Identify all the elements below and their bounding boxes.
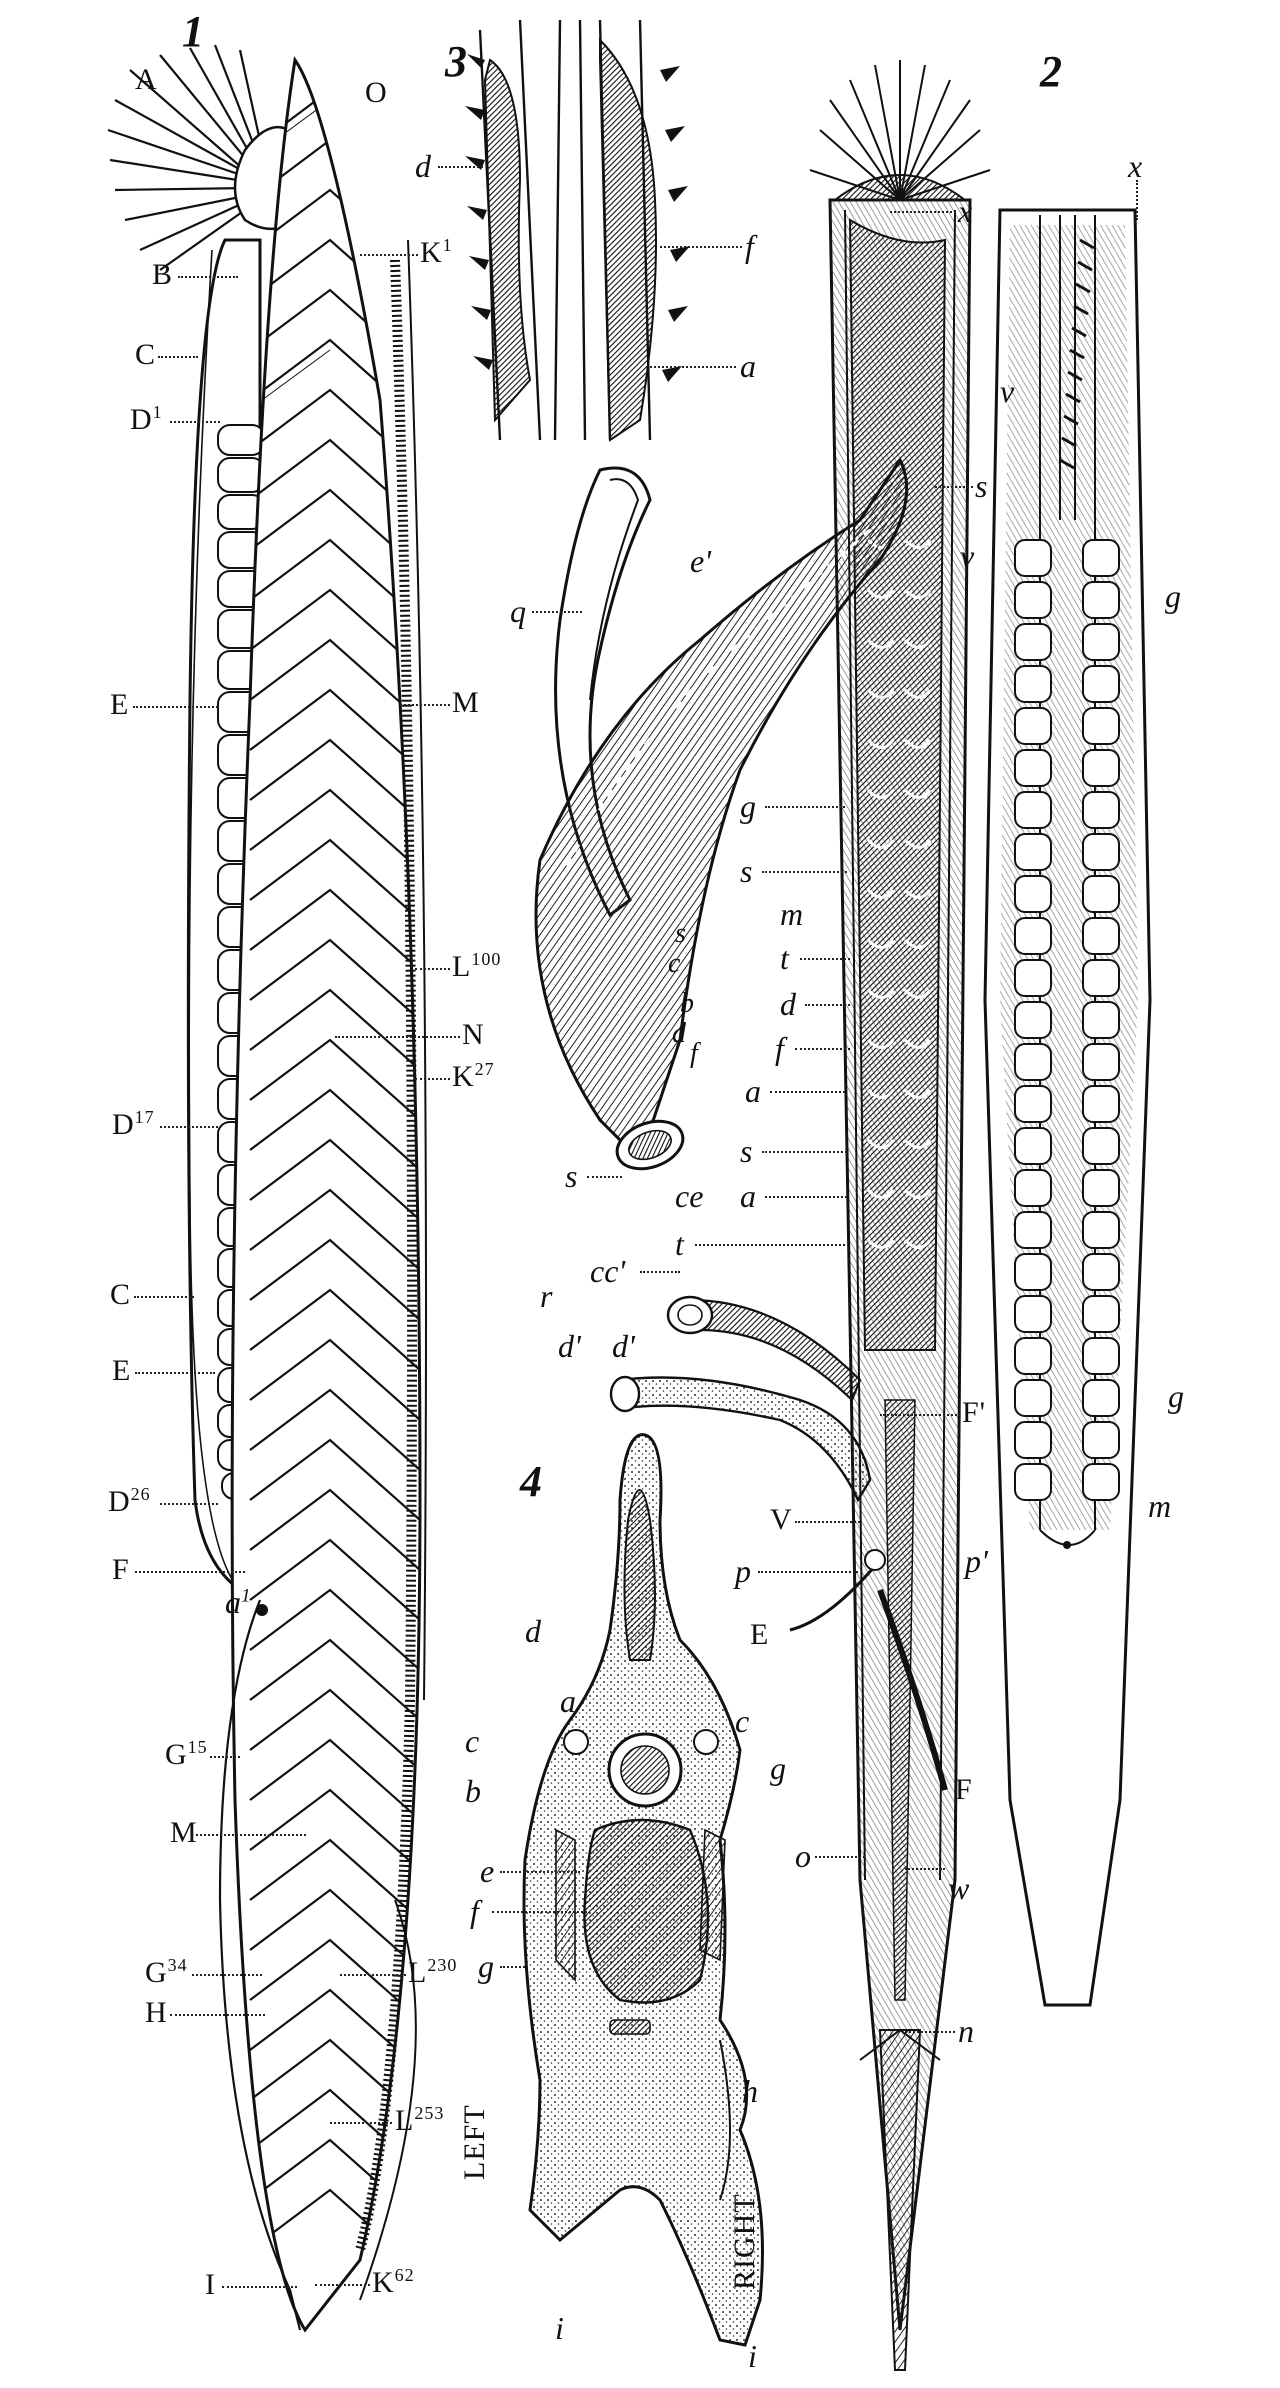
- fig2-label-g-upper: g: [1165, 578, 1181, 614]
- fig1-label-b: B: [152, 258, 174, 291]
- fig2-label-cc-prime: cc': [590, 1253, 626, 1289]
- fig1-label-k1: K1: [420, 235, 453, 269]
- fig2-label-d-prime-2: d': [612, 1328, 635, 1364]
- fig2-label-d: d: [780, 986, 796, 1022]
- fig4-label-g-left: g: [478, 1948, 494, 1984]
- fig2-label-c-inset: c: [668, 948, 681, 979]
- fig3-label-a: a: [740, 348, 756, 384]
- fig4-label-c-left: c: [465, 1723, 480, 1759]
- fig2-label-e-cap: E: [750, 1618, 770, 1651]
- fig2-pipes: [618, 1376, 872, 1503]
- figure-number-3: 3: [445, 37, 467, 86]
- fig4-label-f: f: [470, 1893, 479, 1929]
- fig1-label-d1: D1: [130, 402, 163, 436]
- fig1-label-o: O: [365, 76, 388, 109]
- fig2-label-a-lower: a: [740, 1178, 756, 1214]
- fig2-label-r: r: [540, 1278, 553, 1314]
- fig1-label-a1: a1: [225, 1584, 251, 1620]
- fig4-label-a: a: [560, 1683, 576, 1719]
- fig2-label-p-prime: p': [965, 1543, 988, 1579]
- fig2-gonads: [1014, 539, 1120, 1501]
- fig2-label-s-inset: s: [675, 918, 686, 949]
- figure-1-amphioxus-side-view: [107, 44, 427, 2333]
- fig1-label-c-upper: C: [135, 338, 157, 371]
- fig2-label-s-upper: s: [975, 468, 988, 504]
- figure-2-cross-dissection: [609, 60, 991, 2371]
- fig2-label-d-inset: d: [672, 1018, 686, 1049]
- fig2-label-f-cap: F: [955, 1773, 973, 1806]
- fig2-pharynx-teeth: [1059, 238, 1095, 470]
- fig1-label-f: F: [112, 1553, 130, 1586]
- fig1-label-a: A: [135, 63, 158, 96]
- fig4-label-g-right: g: [770, 1750, 786, 1786]
- fig2-label-a-upper: a: [745, 1073, 761, 1109]
- fig1-label-d17: D17: [112, 1107, 155, 1141]
- fig2-label-w: w: [948, 1870, 970, 1906]
- fig1-label-h: H: [145, 1996, 168, 2029]
- fig4-label-right: RIGHT: [728, 2193, 761, 2290]
- fig4-label-left: LEFT: [458, 2104, 491, 2180]
- fig2-label-p: p: [735, 1553, 751, 1589]
- fig1-label-g15: G15: [165, 1737, 208, 1771]
- fig1-label-k27: K27: [452, 1059, 495, 1093]
- fig2-label-q: q: [510, 593, 526, 629]
- fig2-label-x-right: x: [1128, 148, 1143, 184]
- figure-number-1: 1: [182, 7, 204, 56]
- caudal-fin: [218, 1599, 302, 2331]
- figure-number-2: 2: [1040, 47, 1062, 96]
- fig2-label-e-prime: e': [690, 543, 712, 579]
- fig3-label-f: f: [745, 228, 754, 264]
- fig4-label-e: e: [480, 1853, 495, 1889]
- figure-4-cross-section: [522, 1433, 764, 2347]
- fig2-label-t-lower: t: [675, 1226, 684, 1262]
- fig2-label-v-left: v: [960, 538, 975, 574]
- fig2-label-s-tube: s: [565, 1158, 578, 1194]
- fig1-label-l230: L230: [408, 1955, 458, 1989]
- fig2-label-d-prime-1: d': [558, 1328, 581, 1364]
- figure-2-right-tube: [983, 208, 1152, 2007]
- fig2-label-m: m: [780, 896, 804, 932]
- fig2-label-v-cap: V: [770, 1503, 793, 1536]
- fig1-label-e-lower: E: [112, 1354, 132, 1387]
- fig2-label-n: n: [958, 2013, 974, 2049]
- fig2-label-v-right: v: [1000, 373, 1015, 409]
- figure-3-gill-bars-detail: [465, 19, 710, 442]
- gill-bar-teeth: [465, 54, 690, 382]
- figure-number-4: 4: [520, 1457, 542, 1506]
- fig1-label-k62: K62: [372, 2265, 415, 2299]
- fig2-label-b-inset: b: [680, 988, 694, 1019]
- fig2-label-ce: ce: [675, 1178, 704, 1214]
- figure-2-pharynx-inset: [534, 457, 909, 1171]
- fig2-label-f-prime: F': [962, 1396, 987, 1429]
- fig2-label-t-upper: t: [780, 940, 789, 976]
- fig2-label-s-lower: s: [740, 1133, 753, 1169]
- fig1-label-l100: L100: [452, 949, 502, 983]
- fig2-label-g-left: g: [740, 788, 756, 824]
- fig2-label-g-lower: g: [1168, 1378, 1184, 1414]
- fig4-label-h: h: [742, 2073, 758, 2109]
- fig4-label-d: d: [525, 1613, 541, 1649]
- fig1-label-m-lower: M: [170, 1816, 198, 1849]
- fig2-label-s-mid: s: [740, 853, 753, 889]
- fig4-label-c-right: c: [735, 1703, 750, 1739]
- fig1-label-c-lower: C: [110, 1278, 132, 1311]
- fig2-label-o: o: [795, 1838, 811, 1874]
- fig1-label-i: I: [205, 2268, 216, 2301]
- fig2-label-f-inset: f: [690, 1038, 698, 1069]
- fig2-label-f: f: [775, 1030, 784, 1066]
- fig2-label-x-left: x: [958, 193, 973, 229]
- fig4-label-i-right: i: [748, 2338, 757, 2374]
- fig4-label-i-left: i: [555, 2310, 564, 2346]
- fig2-label-m-lower: m: [1148, 1488, 1172, 1524]
- fig2-tail: [878, 2029, 922, 2371]
- fig1-label-l253: L253: [395, 2103, 445, 2137]
- fig1-label-m-upper: M: [452, 686, 480, 719]
- fig3-label-d: d: [415, 148, 431, 184]
- fig1-label-n: N: [462, 1018, 485, 1051]
- fig1-label-g34: G34: [145, 1955, 188, 1989]
- fig1-label-d26: D26: [108, 1484, 151, 1518]
- fig1-label-e-upper: E: [110, 688, 130, 721]
- fig4-label-b: b: [465, 1773, 481, 1809]
